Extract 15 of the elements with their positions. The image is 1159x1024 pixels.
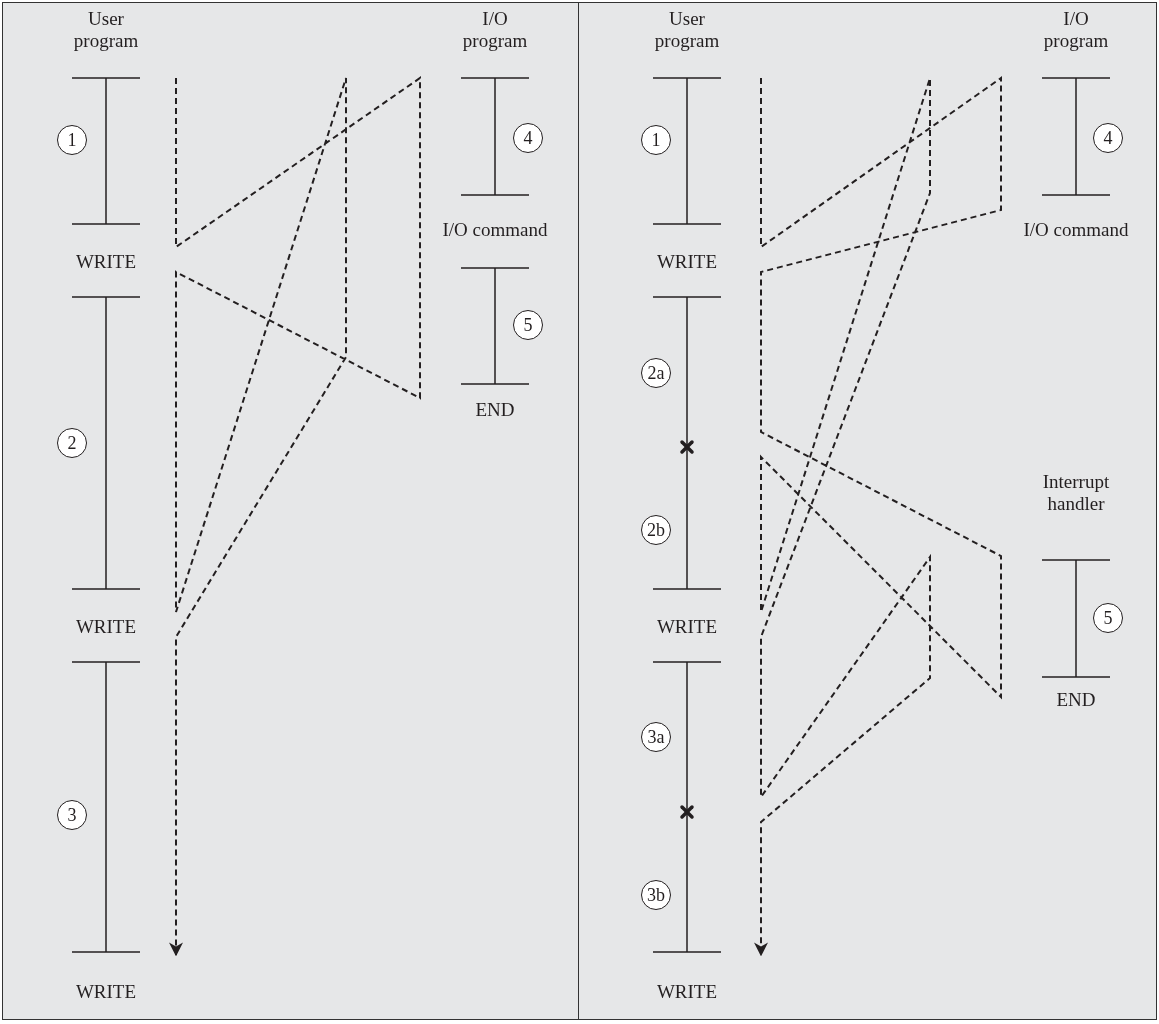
timeline-label: User program — [72, 8, 140, 52]
timeline-label: WRITE — [655, 616, 719, 638]
timeline-label: WRITE — [74, 251, 138, 273]
timeline-label: I/O command — [1022, 219, 1130, 241]
timeline-label: WRITE — [655, 251, 719, 273]
timeline-label: User program — [653, 8, 721, 52]
timeline-label: WRITE — [74, 616, 138, 638]
timeline-label: WRITE — [655, 981, 719, 1003]
timeline-label: I/O command — [441, 219, 549, 241]
timeline-label: I/O program — [1042, 8, 1110, 52]
timeline-label: END — [474, 399, 516, 421]
timeline-label: I/O program — [461, 8, 529, 52]
timeline-label: END — [1055, 689, 1097, 711]
timeline-label: Interrupt handler — [1041, 471, 1111, 515]
timeline-label: WRITE — [74, 981, 138, 1003]
